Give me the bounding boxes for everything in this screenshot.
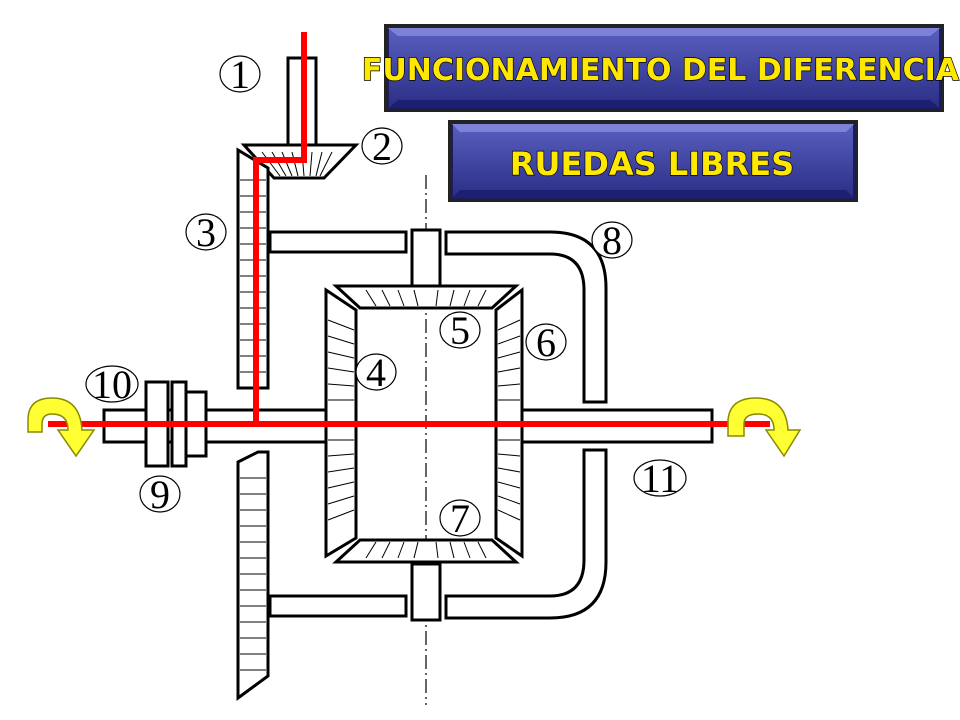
satellite-pin-lower (410, 562, 442, 622)
case-arm-lower (268, 594, 408, 618)
label-9: 9 (150, 472, 170, 517)
title-banner: FUNCIONAMIENTO DEL DIFERENCIAL (361, 24, 960, 112)
satellite-pin-upper (410, 228, 442, 288)
label-3: 3 (196, 210, 216, 255)
label-5: 5 (450, 308, 470, 353)
label-2: 2 (372, 124, 392, 169)
label-11: 11 (641, 456, 680, 501)
label-4: 4 (366, 350, 386, 395)
rotation-arrow-right-icon (727, 397, 802, 458)
label-8: 8 (602, 218, 622, 263)
case-arm-upper (268, 230, 408, 254)
subtitle-banner: RUEDAS LIBRES (448, 120, 858, 202)
part-labels: 1 2 3 4 5 6 7 8 9 10 11 (85, 52, 687, 541)
case-housing-upper (444, 230, 608, 404)
power-flow-line (48, 32, 307, 427)
case-housing-lower (444, 448, 608, 620)
left-axle-shaft (102, 393, 332, 444)
label-7: 7 (450, 496, 470, 541)
crown-gear-lower (236, 450, 270, 701)
label-6: 6 (536, 320, 556, 365)
label-1: 1 (230, 52, 250, 97)
rotation-arrow-left-icon (27, 397, 96, 458)
page-title: FUNCIONAMIENTO DEL DIFERENCIAL (362, 53, 960, 88)
satellite-gear-top (332, 284, 520, 310)
satellite-gear-bottom (332, 538, 520, 564)
label-10: 10 (92, 362, 132, 407)
subtitle: RUEDAS LIBRES (510, 145, 794, 183)
